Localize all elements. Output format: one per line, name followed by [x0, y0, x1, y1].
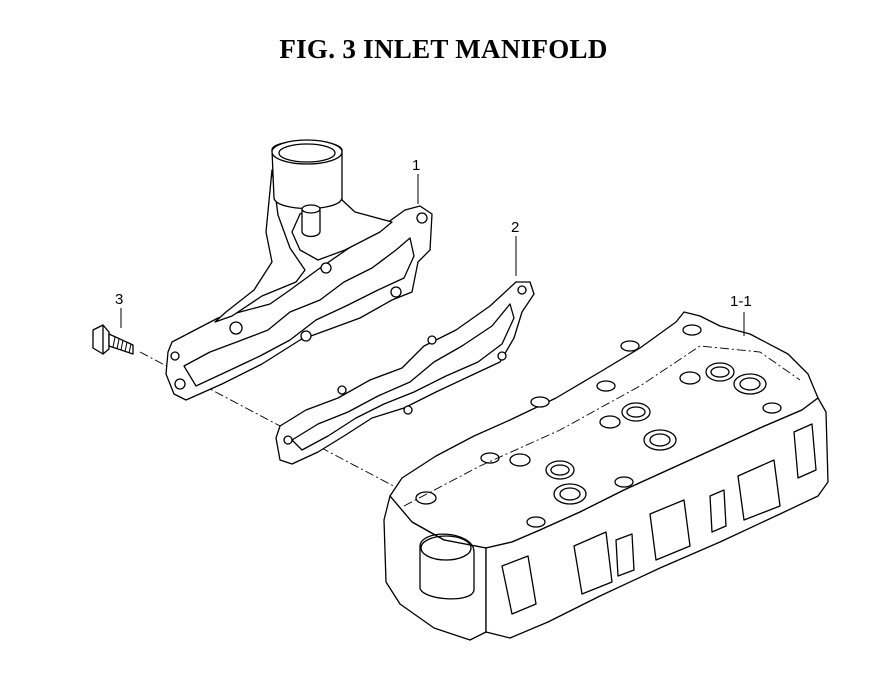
callout-gasket: 2 — [511, 219, 519, 236]
callout-cylinder-head: 1-1 — [730, 293, 752, 310]
callout-manifold: 1 — [412, 157, 420, 174]
manifold-boss — [301, 209, 321, 238]
manifold-boss-top — [301, 204, 321, 214]
head-side-face — [485, 397, 829, 639]
head-front-face — [383, 495, 487, 641]
bolt-head — [92, 324, 110, 355]
cylinder-head-part — [383, 311, 829, 641]
bolt-thread — [112, 336, 132, 354]
callout-bolt: 3 — [115, 291, 123, 308]
manifold-body — [214, 169, 306, 323]
head-bosses — [415, 324, 702, 505]
manifold-bolt-holes — [170, 212, 428, 390]
manifold-runner-outline — [183, 237, 415, 387]
gasket-bolt-holes — [283, 285, 527, 445]
head-front-port-rim — [420, 535, 472, 561]
manifold-flange — [165, 205, 433, 401]
head-front-port — [419, 533, 475, 600]
gasket-part — [275, 281, 535, 465]
manifold-inlet-bore — [278, 143, 336, 163]
figure-title: FIG. 3 INLET MANIFOLD — [279, 34, 608, 64]
bolt-part — [92, 324, 134, 355]
callout-leaders — [120, 174, 745, 336]
head-deck-detail — [403, 345, 801, 507]
gasket-outline — [275, 281, 535, 465]
gasket-inner-opening — [291, 303, 515, 451]
manifold-part — [165, 139, 433, 401]
head-valve-ports — [509, 362, 782, 528]
head-side-ports — [501, 423, 817, 615]
